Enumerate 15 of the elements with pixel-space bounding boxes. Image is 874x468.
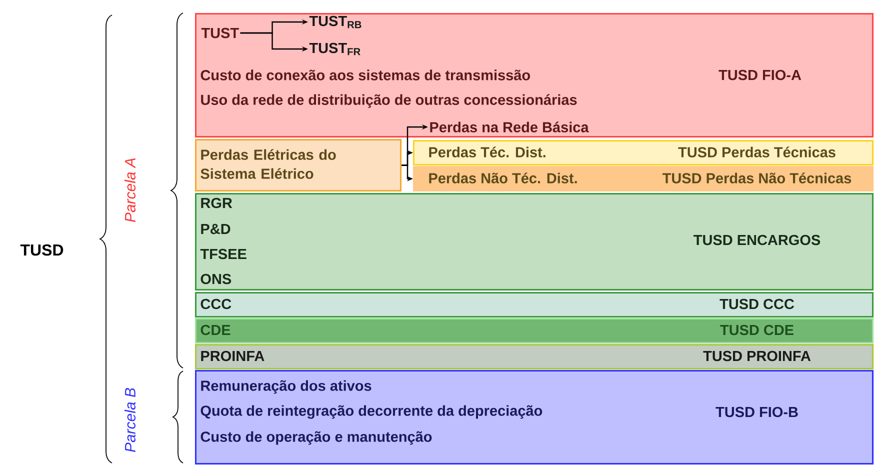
band: PROINFA TUSD PROINFA	[195, 344, 874, 370]
band: RGR P&D TFSEE ONS TUSD ENCARGOS	[195, 193, 874, 290]
group-label: Parcela B	[124, 388, 136, 452]
heading-label: TUSD	[20, 244, 64, 256]
band: Perdas Não Téc. Dist. TUSD Perdas Não Técnicas	[413, 166, 874, 192]
band: CDE TUSD CDE	[195, 318, 874, 344]
text-label: TUST$_{RB}$	[309, 16, 362, 28]
band: Perdas Téc. Dist. TUSD Perdas Técnicas	[413, 140, 874, 166]
text-label: TUST	[201, 28, 239, 38]
group-label: Parcela A	[124, 158, 136, 222]
text-label: Perdas na Rede Básica	[430, 122, 589, 132]
text-label: TUST$_{FR}$	[309, 42, 360, 56]
band: Perdas Elétricas do Sistema Elétrico	[195, 139, 402, 192]
band: CCC TUSD CCC	[195, 292, 874, 318]
band: Remuneração dos ativos Quota de reintegração decorrente da depreciação Custo de operação e manutenção TUSD FIO-B	[195, 370, 874, 464]
